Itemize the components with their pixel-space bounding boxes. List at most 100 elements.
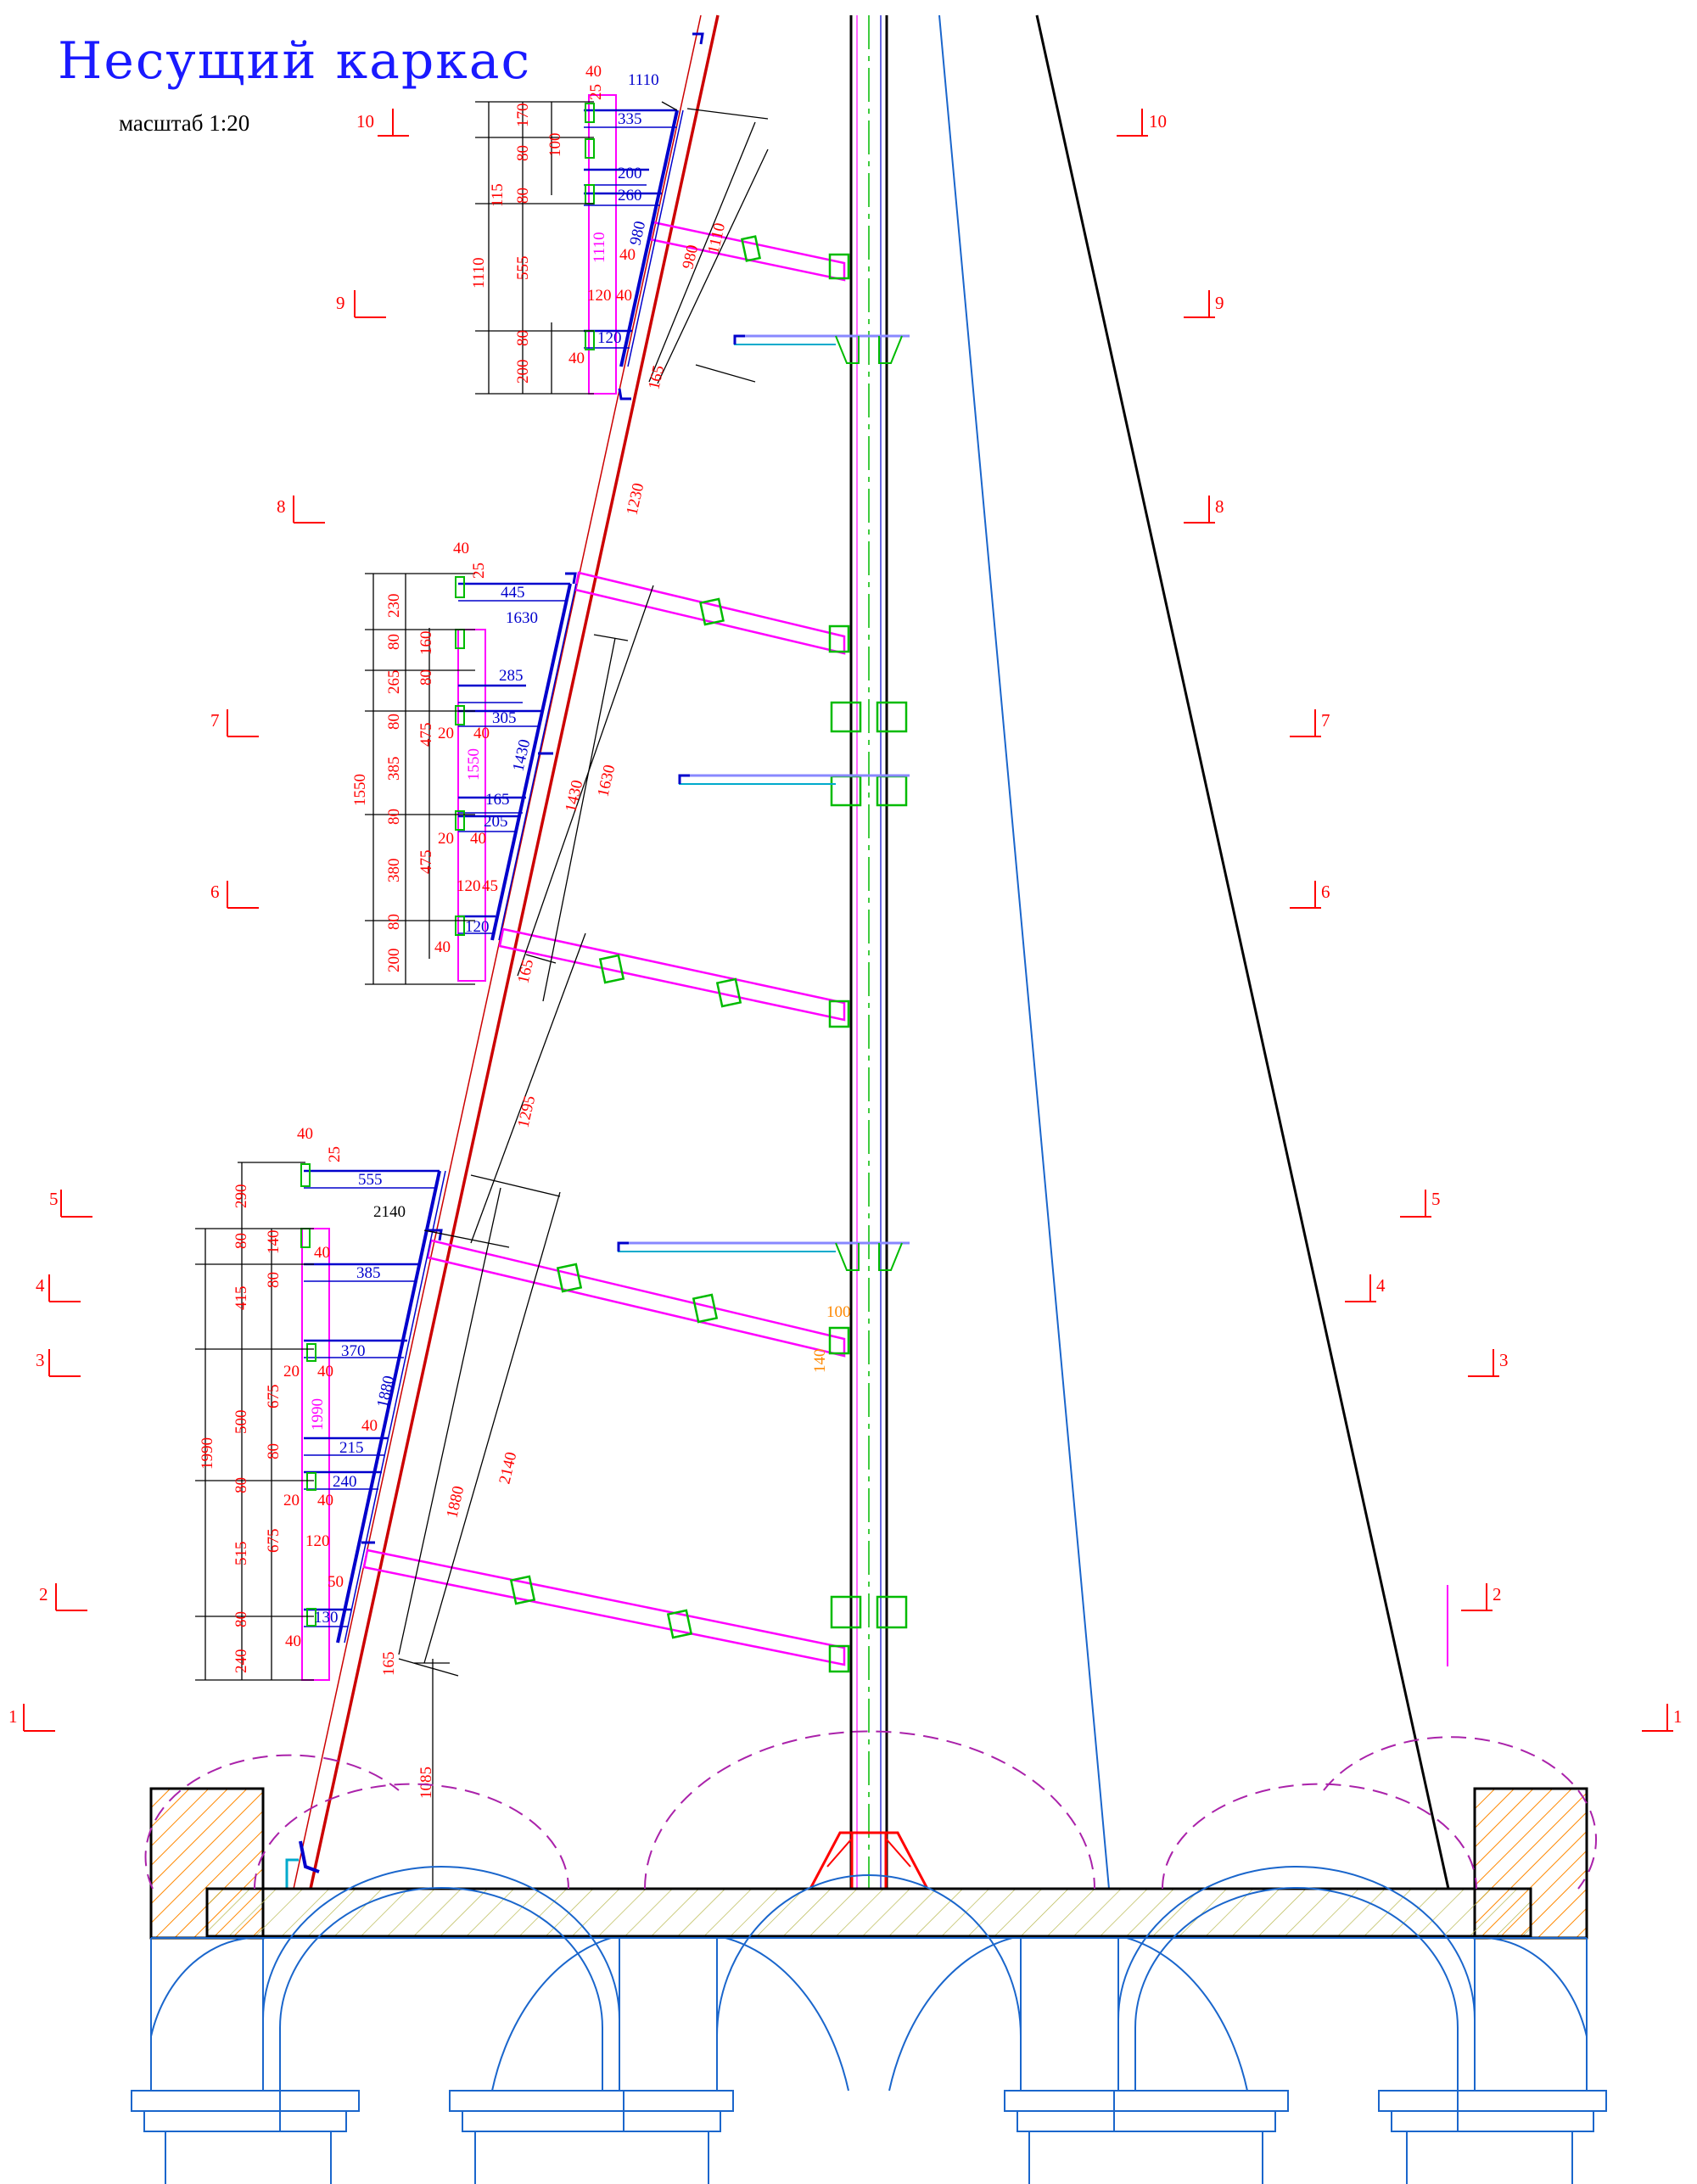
section-labels-left: 10 9 8 7 6 5 4 3 2 1 bbox=[8, 111, 374, 1727]
dim-label: 265 bbox=[385, 670, 403, 695]
dashed-arcs bbox=[144, 1730, 1598, 1890]
dim-label: 100 bbox=[826, 1303, 851, 1321]
dim-label: 200 bbox=[514, 360, 532, 384]
dim-label: 40 bbox=[317, 1492, 333, 1509]
dim-label: 140 bbox=[265, 1230, 283, 1255]
dim-label: 120 bbox=[456, 877, 481, 895]
section-label: 4 bbox=[1376, 1275, 1386, 1296]
dim-label: 40 bbox=[361, 1417, 378, 1435]
base-slab bbox=[149, 1787, 1588, 1940]
dim-label: 120 bbox=[587, 287, 612, 305]
dim-label: 1085 bbox=[417, 1767, 435, 1799]
dim-label: 165 bbox=[485, 791, 510, 809]
section-label: 1 bbox=[1673, 1706, 1683, 1727]
dim-label: 1880 bbox=[443, 1484, 468, 1520]
dim-label: 165 bbox=[514, 958, 537, 985]
dim-label: 980 bbox=[679, 244, 702, 271]
dimension-labels-lower: 40 25 555 290 2140 80 140 40 385 415 80 … bbox=[199, 1125, 851, 1799]
dim-label: 80 bbox=[265, 1443, 283, 1459]
dim-label: 555 bbox=[514, 256, 532, 281]
dim-label: 20 bbox=[438, 830, 454, 848]
section-label: 6 bbox=[1321, 882, 1330, 902]
section-label: 6 bbox=[210, 882, 220, 902]
beam-brackets bbox=[509, 235, 908, 1673]
section-labels-right: 10 9 8 7 6 5 4 3 2 1 bbox=[1149, 111, 1683, 1727]
dim-label: 285 bbox=[499, 667, 524, 685]
dim-label: 40 bbox=[314, 1244, 330, 1262]
section-label: 9 bbox=[336, 293, 345, 313]
dim-label: 385 bbox=[385, 757, 403, 781]
dim-label: 120 bbox=[597, 329, 622, 347]
dim-label: 230 bbox=[385, 594, 403, 619]
section-label: 7 bbox=[210, 710, 220, 731]
section-label: 5 bbox=[49, 1189, 59, 1209]
dim-label: 40 bbox=[434, 938, 451, 956]
arcade bbox=[131, 1866, 1607, 2184]
section-label: 2 bbox=[1493, 1584, 1502, 1604]
dim-label: 415 bbox=[232, 1286, 250, 1311]
dim-label: 1990 bbox=[199, 1437, 216, 1470]
dim-label: 380 bbox=[385, 859, 403, 883]
section-label: 10 bbox=[1149, 111, 1167, 132]
dim-label: 335 bbox=[618, 110, 642, 128]
dim-label: 165 bbox=[380, 1652, 398, 1677]
dim-label: 675 bbox=[265, 1529, 283, 1554]
dim-label: 200 bbox=[618, 165, 642, 182]
section-label: 1 bbox=[8, 1706, 18, 1727]
dim-label: 40 bbox=[473, 725, 490, 742]
dim-label: 1430 bbox=[562, 778, 586, 814]
dim-label: 515 bbox=[232, 1542, 250, 1566]
dim-label: 20 bbox=[438, 725, 454, 742]
dim-label: 305 bbox=[492, 709, 517, 727]
dimension-labels-upper: 40 25 1110 335 170 80 100 200 260 115 80… bbox=[470, 63, 729, 391]
dim-label: 40 bbox=[453, 540, 469, 557]
dim-label: 80 bbox=[232, 1233, 250, 1249]
dim-label: 215 bbox=[339, 1439, 364, 1457]
section-marks-right bbox=[1117, 109, 1673, 1732]
dim-label: 1110 bbox=[470, 257, 488, 288]
dim-label: 290 bbox=[232, 1184, 250, 1209]
dim-label: 80 bbox=[385, 809, 403, 825]
section-label: 4 bbox=[36, 1275, 45, 1296]
dim-label: 140 bbox=[811, 1349, 829, 1374]
dim-label: 205 bbox=[484, 813, 508, 831]
dim-label: 40 bbox=[619, 246, 636, 264]
ladder-frame-upper bbox=[584, 32, 704, 400]
dim-label: 475 bbox=[417, 723, 435, 748]
dim-label: 80 bbox=[514, 145, 532, 161]
dimension-lines bbox=[195, 101, 769, 1889]
dim-label: 555 bbox=[358, 1171, 383, 1189]
dim-label: 1630 bbox=[594, 763, 619, 798]
dim-label: 40 bbox=[285, 1632, 301, 1650]
section-label: 7 bbox=[1321, 710, 1330, 731]
section-label: 8 bbox=[277, 496, 286, 517]
dim-label: 1550 bbox=[465, 748, 483, 781]
section-label: 3 bbox=[1499, 1350, 1509, 1370]
dim-label: 385 bbox=[356, 1264, 381, 1282]
dim-label: 40 bbox=[317, 1363, 333, 1380]
dim-label: 2140 bbox=[496, 1450, 520, 1486]
dim-label: 500 bbox=[232, 1410, 250, 1435]
dim-label: 80 bbox=[514, 330, 532, 346]
dim-label: 240 bbox=[232, 1649, 250, 1674]
dim-label: 1110 bbox=[628, 71, 659, 89]
dim-label: 445 bbox=[501, 584, 525, 602]
dim-label: 115 bbox=[489, 183, 507, 207]
dim-label: 100 bbox=[546, 133, 564, 158]
scale-label: масштаб 1:20 bbox=[119, 110, 249, 136]
dim-label: 370 bbox=[341, 1342, 366, 1360]
dim-label: 40 bbox=[616, 287, 632, 305]
dim-label: 260 bbox=[618, 187, 642, 204]
dim-label: 80 bbox=[232, 1477, 250, 1493]
dim-label: 25 bbox=[470, 563, 488, 579]
dim-label: 1630 bbox=[506, 609, 538, 627]
dim-label: 1880 bbox=[373, 1374, 398, 1409]
dim-label: 25 bbox=[587, 84, 605, 100]
dim-label: 20 bbox=[283, 1363, 300, 1380]
dim-label: 1295 bbox=[514, 1094, 539, 1129]
dim-label: 240 bbox=[333, 1473, 357, 1491]
dim-label: 1230 bbox=[623, 481, 647, 517]
dim-label: 130 bbox=[314, 1609, 339, 1627]
dim-label: 80 bbox=[417, 669, 435, 686]
dim-label: 2140 bbox=[373, 1203, 406, 1221]
